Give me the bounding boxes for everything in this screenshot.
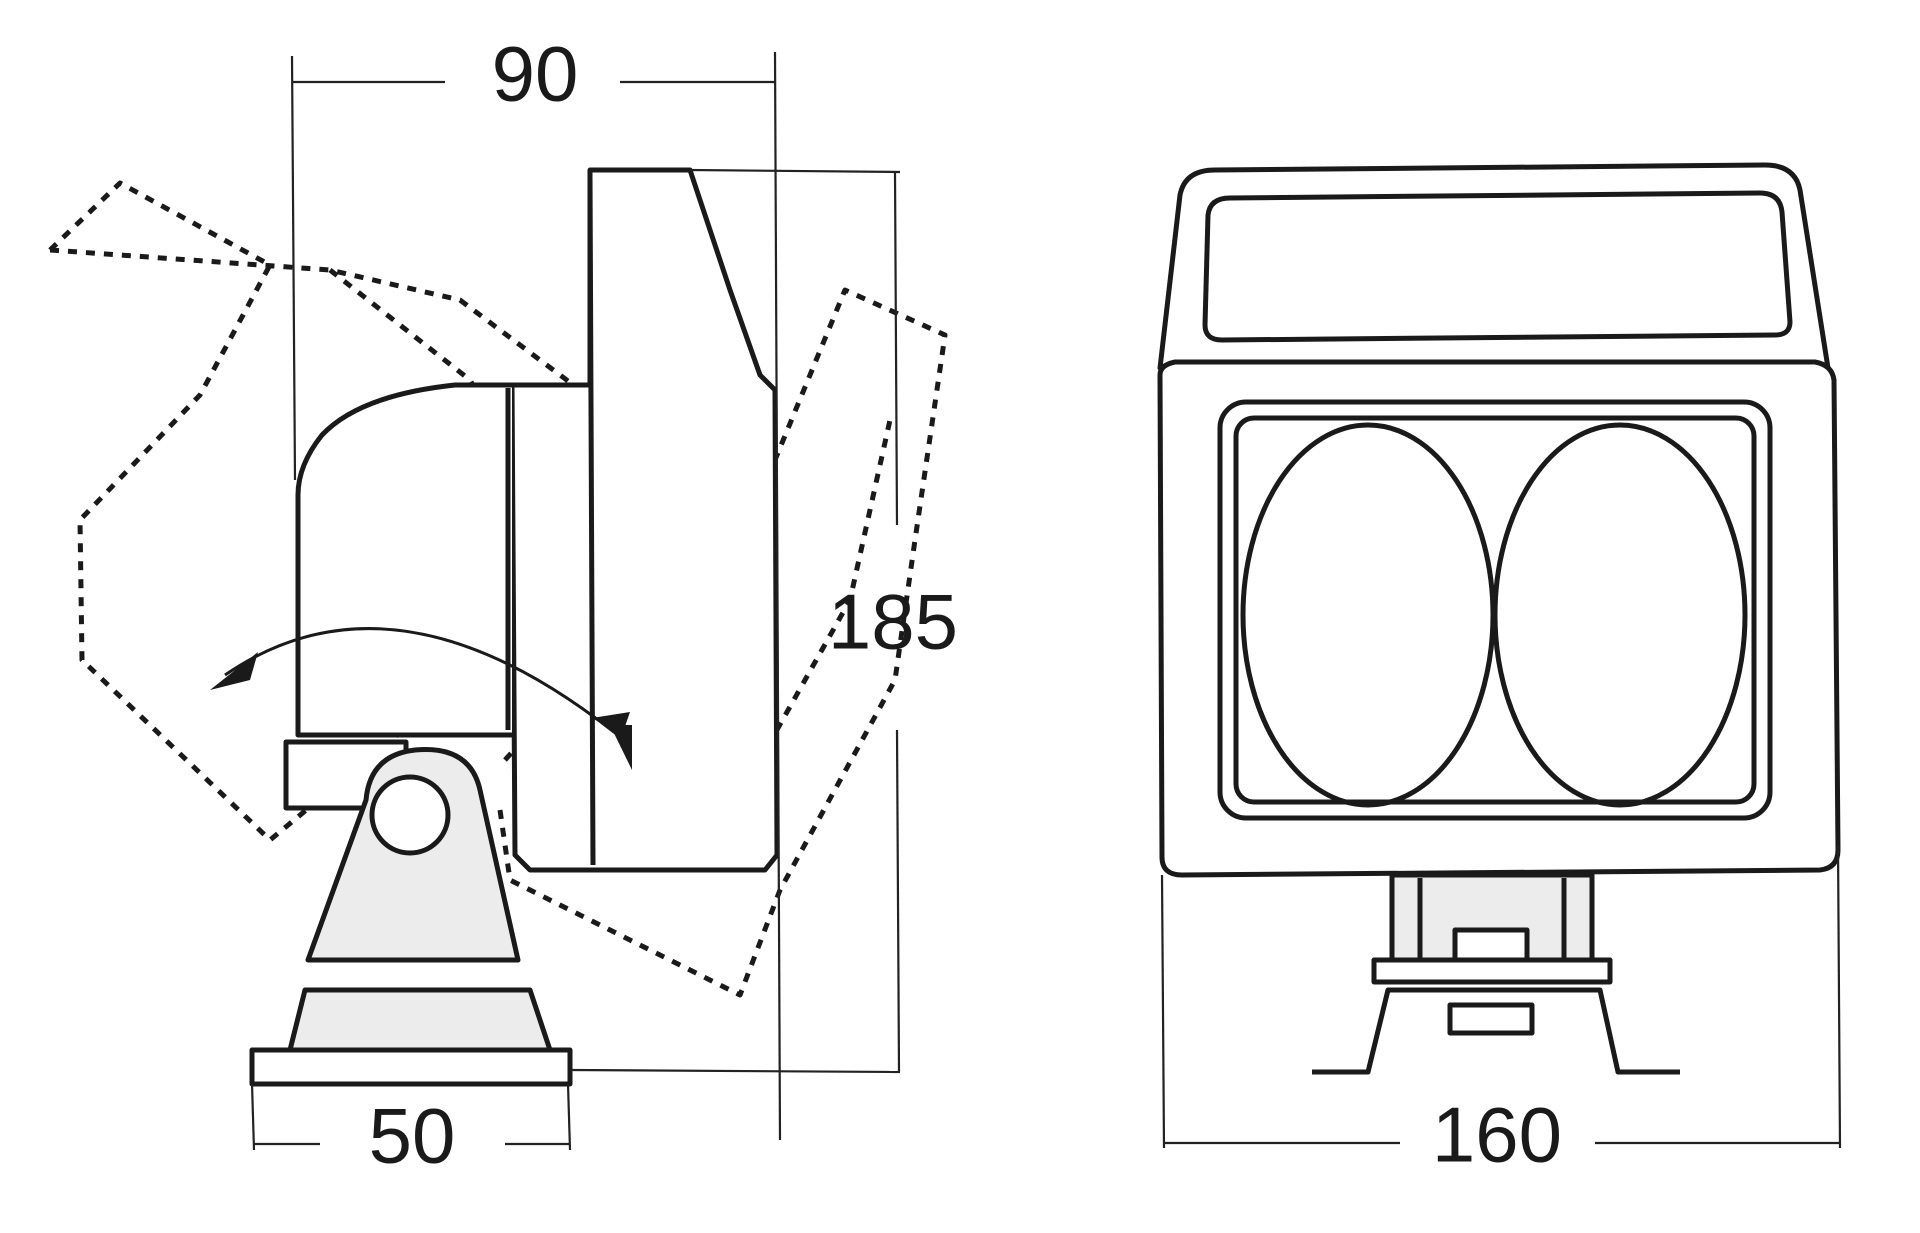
front-mount-feet: [1312, 987, 1680, 1075]
side-housing-front-face: [587, 174, 596, 866]
bracket-base-block: [287, 987, 553, 1053]
dim-185-line-bottom: [895, 729, 901, 1073]
dim-185-ext-bottom: [569, 1068, 901, 1074]
swing-arrow-left-head: [210, 652, 258, 690]
side-housing-rear-cap: [295, 382, 512, 738]
lens-right: [1492, 422, 1748, 808]
front-hood-outline: [1157, 162, 1831, 371]
front-mount-lock: [1447, 1002, 1535, 1036]
dim-185-label: 185: [828, 578, 958, 666]
dim-160-ext-right: [1836, 844, 1842, 1149]
front-mount-plate: [1371, 957, 1613, 985]
swing-arrow-right-head: [610, 725, 632, 770]
dim-90-ext-left: [290, 55, 297, 481]
pivot-knob: [369, 774, 451, 856]
dim-160-ext-left: [1160, 874, 1166, 1149]
dim-160-label: 160: [1432, 1091, 1562, 1179]
dim-90-ext-right: [773, 51, 782, 1141]
dim-90-label: 90: [492, 30, 579, 118]
front-housing-outline: [1157, 359, 1841, 878]
swing-arc: [224, 627, 631, 747]
side-view: 90 185 50: [47, 30, 958, 1180]
bracket-foot-plate: [249, 1047, 573, 1087]
swing-arrow-right-head-b: [592, 712, 630, 735]
dim-185-line-top: [893, 171, 899, 526]
front-view: 160: [1157, 162, 1842, 1179]
lens-bezel-outer: [1217, 399, 1773, 821]
lens-bezel-inner: [1233, 415, 1757, 805]
side-housing-outline: [509, 167, 780, 873]
dim-50-label: 50: [369, 1092, 456, 1180]
dim-50-ext-right: [566, 1083, 572, 1151]
front-hood-window: [1202, 190, 1793, 343]
dim-50-ext-left: [250, 1083, 256, 1151]
dim-185-ext-top: [689, 168, 901, 174]
